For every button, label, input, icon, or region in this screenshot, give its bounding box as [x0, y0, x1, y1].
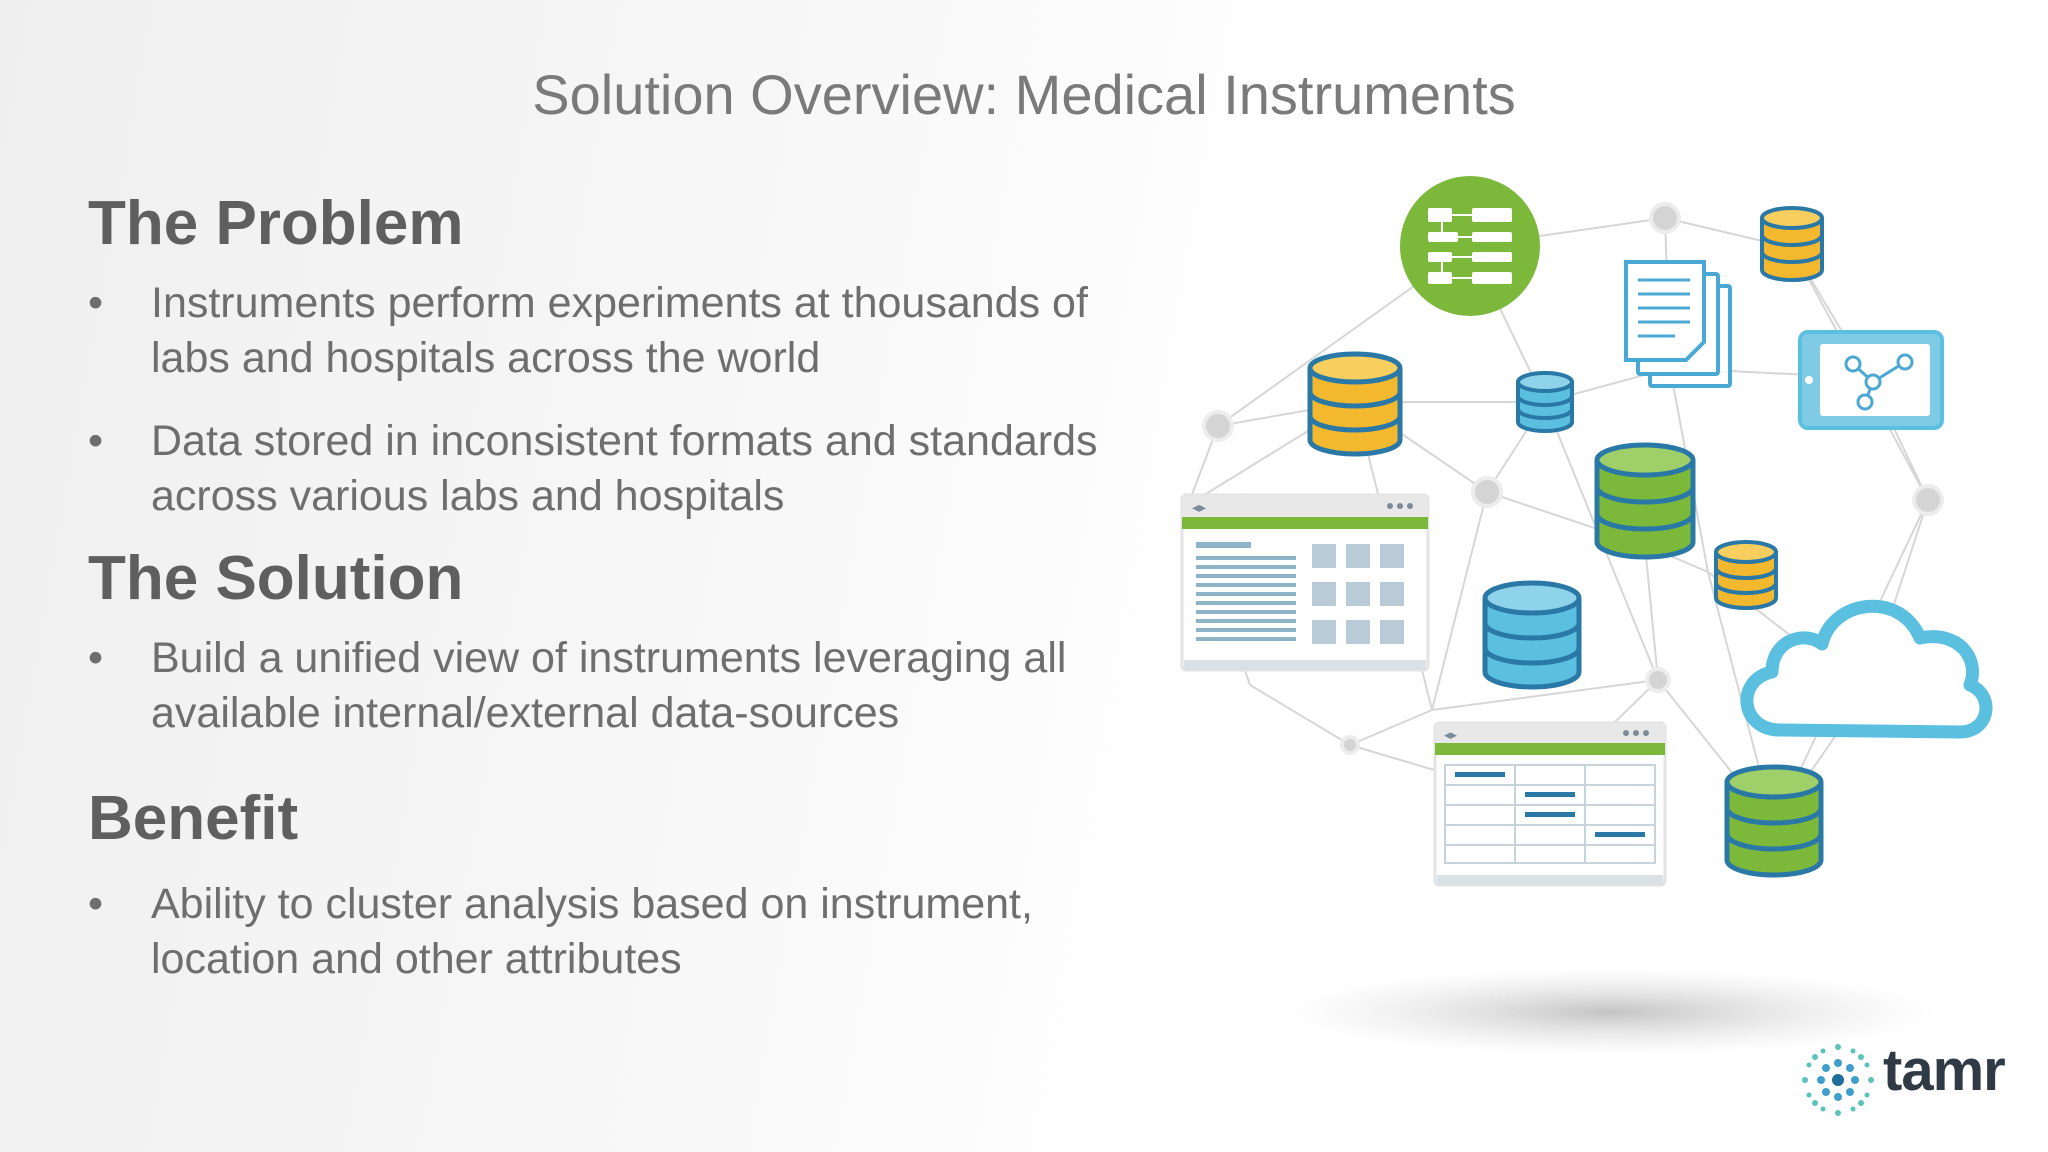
bullet-dot: • [88, 634, 104, 682]
spreadsheet-window-icon: ◂▸ [1433, 721, 1667, 887]
database-icon [1482, 580, 1582, 690]
document-stack-icon [1624, 260, 1732, 388]
database-icon [1714, 540, 1778, 610]
database-icon [1760, 206, 1824, 282]
database-icon [1724, 764, 1824, 878]
database-icon [1516, 371, 1574, 433]
svg-text:◂▸: ◂▸ [1444, 728, 1458, 743]
tamr-logo-mark-icon [1802, 1044, 1874, 1116]
bullet-text: Build a unified view of instruments leve… [151, 634, 1067, 737]
database-icon [1307, 351, 1403, 457]
bullet-dot: • [88, 279, 104, 327]
bullet-text: Data stored in inconsistent formats and … [151, 417, 1098, 520]
heading-the-solution: The Solution [88, 544, 464, 613]
slide-title: Solution Overview: Medical Instruments [532, 63, 1516, 126]
network-nodes [1202, 202, 1944, 755]
tamr-logo-text: tamr [1883, 1038, 2006, 1103]
bullet-text: Ability to cluster analysis based on ins… [151, 880, 1033, 983]
floor-shadow [1280, 968, 1940, 1056]
browser-window-icon: ◂▸ [1180, 493, 1430, 672]
bullet-dot: • [88, 880, 104, 928]
tamr-logo: tamr [1795, 1035, 2035, 1125]
tablet-share-icon [1798, 330, 1944, 430]
svg-text:◂▸: ◂▸ [1192, 500, 1206, 516]
heading-the-problem: The Problem [88, 189, 464, 258]
data-network-illustration: ◂▸ [1180, 176, 1993, 1056]
database-icon [1594, 442, 1696, 560]
bullet-dot: • [88, 417, 104, 465]
workflow-icon [1400, 176, 1540, 316]
heading-benefit: Benefit [88, 784, 299, 853]
cloud-icon [1740, 599, 1993, 739]
bullet-text: Instruments perform experiments at thous… [151, 279, 1088, 382]
